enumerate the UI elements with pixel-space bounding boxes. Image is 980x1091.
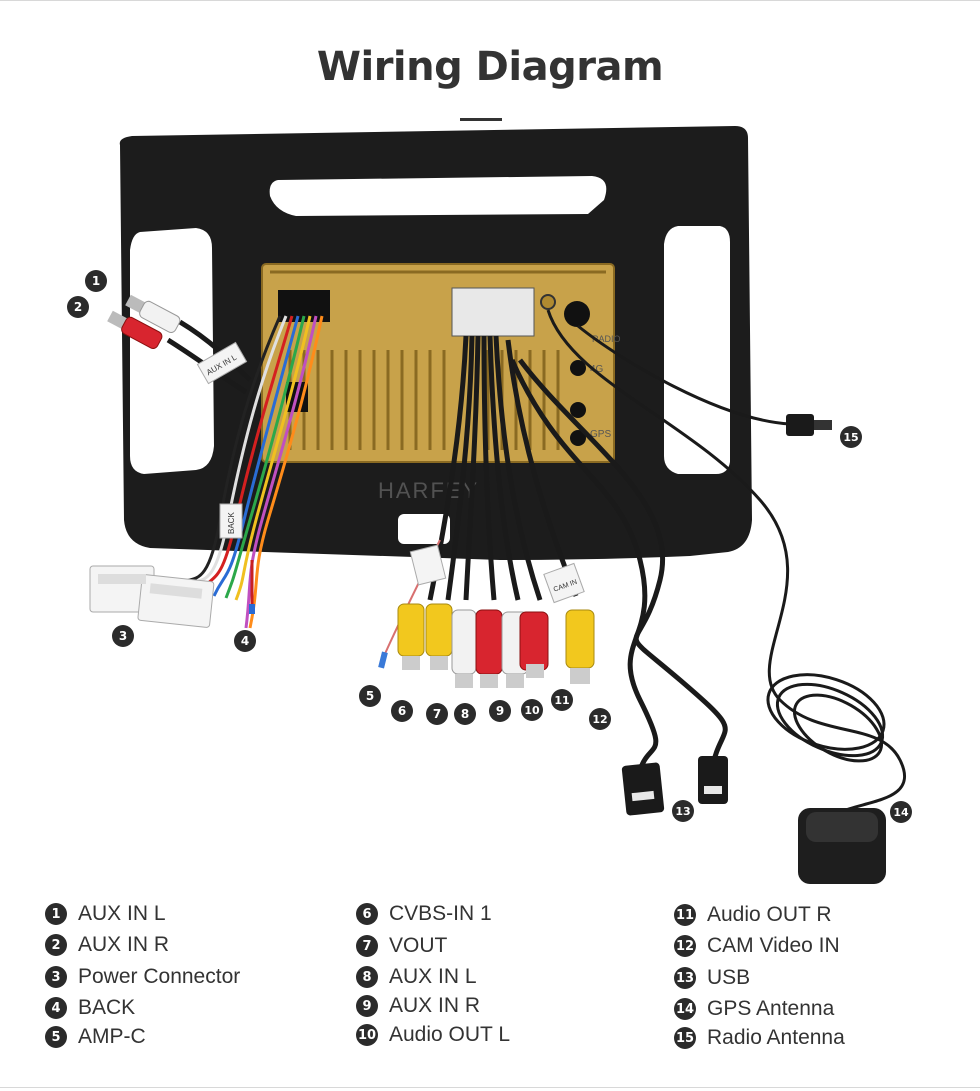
connector-block-center (451, 287, 535, 337)
svg-text:3: 3 (119, 629, 127, 643)
rca-aux-in-r-center (475, 609, 503, 688)
callout-badges: 1 2 3 4 5 6 7 8 9 10 11 12 13 14 15 (67, 270, 912, 823)
port-hole-1 (570, 360, 586, 376)
usb-port-slot-1 (631, 790, 655, 802)
frame-right-window (664, 226, 730, 474)
usb-cables (509, 358, 728, 771)
frame-bottom-notch (398, 514, 450, 544)
svg-text:13: 13 (675, 805, 690, 818)
callout-badge-14: 14 (890, 801, 912, 823)
cvbs-label-tag (409, 544, 447, 586)
callout-badge-15: 15 (840, 426, 862, 448)
callout-badge-1: 1 (85, 270, 107, 292)
callout-badge-3: 3 (112, 625, 134, 647)
usb-connector-2 (698, 756, 728, 804)
back-wire-tip (249, 604, 255, 614)
page-title: Wiring Diagram (316, 44, 664, 90)
gps-port (540, 294, 556, 310)
port-label-radio: RADIO (592, 334, 621, 344)
power-connector (89, 565, 215, 628)
callout-badge-8: 8 (454, 703, 476, 725)
radio-port (564, 301, 590, 327)
svg-text:1: 1 (92, 274, 100, 288)
svg-text:2: 2 (74, 300, 82, 314)
frame-top-slot (269, 176, 607, 216)
rca-aux-in-l-center (451, 609, 477, 688)
rca-audio-out-r (519, 611, 549, 678)
rca-cvbs-in-1 (397, 603, 425, 670)
callout-badge-6: 6 (391, 700, 413, 722)
amp-c-tip (378, 651, 388, 669)
back-label-tag (219, 503, 243, 539)
cam-label-tag (543, 562, 585, 604)
top-divider (0, 0, 980, 1)
port-label-gps: GPS (590, 429, 611, 440)
svg-text:14: 14 (893, 806, 909, 819)
usb-port-slot-2 (704, 786, 722, 794)
back-label-tag-text: BACK (227, 512, 236, 534)
gps-antenna-cable (546, 309, 907, 814)
rca-aux-in-l (125, 294, 181, 333)
radio-antenna-plug (786, 414, 814, 436)
usb-connector-1 (621, 762, 665, 816)
rca-vout (425, 603, 453, 670)
callout-badge-12: 12 (589, 708, 611, 730)
svg-text:8: 8 (461, 707, 469, 721)
callout-badge-11: 11 (551, 689, 573, 711)
rca-aux-in-r (107, 310, 163, 349)
svg-text:12: 12 (592, 713, 607, 726)
bottom-divider (0, 1087, 980, 1088)
port-hole-3 (570, 430, 586, 446)
svg-text:7: 7 (433, 707, 441, 721)
callout-badge-13: 13 (672, 800, 694, 822)
title-underline (460, 118, 502, 121)
callout-badge-4: 4 (234, 630, 256, 652)
center-bundle (427, 335, 579, 601)
svg-text:10: 10 (524, 704, 540, 717)
gps-antenna-puck-top (806, 812, 878, 842)
svg-text:4: 4 (241, 634, 249, 648)
svg-text:11: 11 (554, 694, 569, 707)
aux-label-tag (196, 341, 248, 385)
svg-text:5: 5 (366, 689, 374, 703)
callout-badge-7: 7 (426, 703, 448, 725)
svg-text:15: 15 (843, 431, 858, 444)
radio-antenna-cable (577, 324, 791, 426)
gps-antenna-coil (766, 673, 886, 763)
svg-text:6: 6 (398, 704, 406, 718)
callout-badge-5: 5 (359, 685, 381, 707)
frame-left-window (130, 228, 214, 474)
callout-badge-10: 10 (521, 699, 543, 721)
svg-text:9: 9 (496, 704, 504, 718)
callout-badge-9: 9 (489, 700, 511, 722)
port-label-4g: 4G (590, 364, 604, 375)
radio-antenna-tip (814, 420, 832, 430)
rca-cam-video-in (565, 609, 595, 684)
port-hole-2 (570, 402, 586, 418)
callout-badge-2: 2 (67, 296, 89, 318)
